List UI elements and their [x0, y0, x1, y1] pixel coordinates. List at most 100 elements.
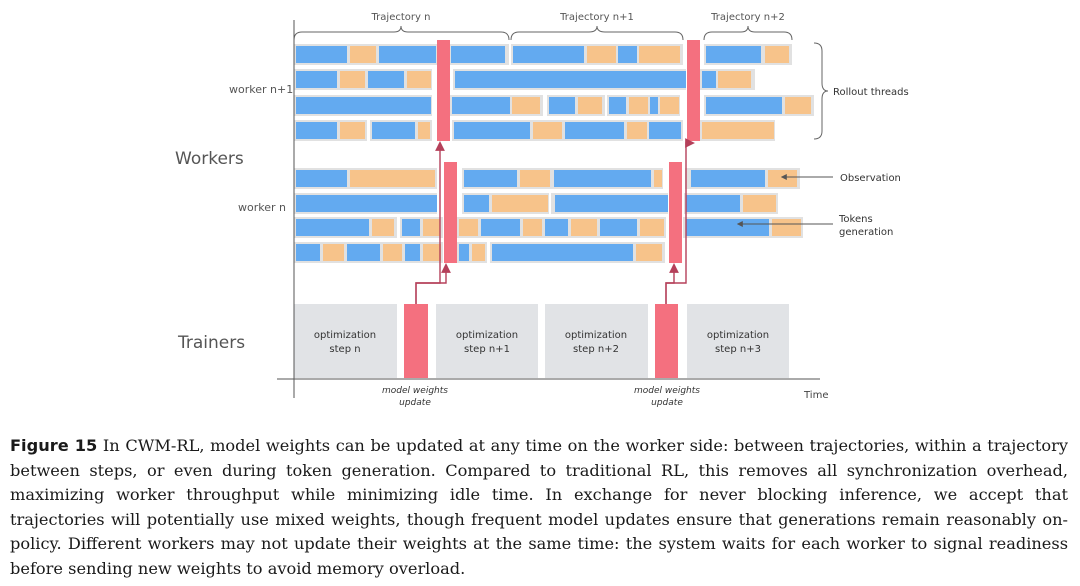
observation-segment: [372, 219, 394, 236]
observation-segment: [629, 97, 648, 114]
token-generation-segment: [451, 46, 505, 63]
rollout-row: [294, 168, 800, 189]
token-generation-segment: [296, 46, 347, 63]
token-generation-segment: [555, 195, 668, 212]
rl-timeline-diagram: Trajectory n Trajectory n+1 Trajectory n…: [175, 12, 909, 408]
trajectory-braces: [293, 25, 793, 41]
token-generation-segment: [706, 97, 782, 114]
trainer-boxes: optimization step n optimization step n+…: [294, 304, 789, 378]
weight-update-bar-worker-np1-a: [437, 40, 450, 141]
opt-step-n2-box: [545, 304, 648, 378]
token-generation-segment: [554, 170, 651, 187]
token-generation-segment: [296, 219, 369, 236]
observation-segment: [423, 244, 441, 261]
rollout-row: [294, 44, 792, 65]
observation-segment: [743, 195, 776, 212]
weight-sync-arrows: [415, 138, 695, 304]
weight-update-bar-worker-n-b: [669, 162, 682, 263]
observation-segment: [383, 244, 402, 261]
observation-segment: [639, 46, 680, 63]
trainer-weight-update-bar-a: [404, 304, 428, 378]
rollout-row: [294, 242, 665, 263]
token-generation-segment: [702, 71, 716, 88]
observation-segment: [785, 97, 811, 114]
token-generation-segment: [379, 46, 436, 63]
observation-label: Observation: [840, 173, 901, 184]
arrow-a-to-worker-n: [415, 263, 451, 304]
observation-segment: [459, 219, 478, 236]
token-generation-segment: [405, 244, 420, 261]
token-generation-segment: [296, 97, 431, 114]
rollout-rows: [294, 44, 814, 263]
tokens-generation-label-1: Tokens: [838, 214, 873, 225]
rollout-threads-brace: [813, 42, 829, 140]
opt-step-n1-line1: optimization: [456, 330, 518, 341]
model-weights-update-label-a-1: model weights: [382, 386, 448, 396]
observation-segment: [520, 170, 550, 187]
opt-step-n1-line2: step n+1: [464, 344, 510, 355]
token-generation-segment: [609, 97, 626, 114]
observation-segment: [407, 71, 431, 88]
rollout-row: [294, 69, 755, 90]
brace-trajectory-n1: [510, 25, 684, 41]
tokens-generation-label-2: generation: [839, 227, 893, 238]
observation-segment: [418, 122, 430, 139]
observation-segment: [640, 219, 664, 236]
token-generation-segment: [459, 244, 469, 261]
trainers-heading: Trainers: [177, 333, 245, 353]
observation-segment: [660, 97, 679, 114]
observation-segment: [340, 71, 365, 88]
token-generation-segment: [565, 122, 624, 139]
token-generation-segment: [513, 46, 584, 63]
token-generation-segment: [492, 244, 633, 261]
arrow-a-to-worker-np1: [415, 141, 445, 304]
rollout-row: [294, 120, 775, 141]
model-weights-update-label-a-2: update: [399, 398, 431, 408]
observation-segment: [772, 219, 801, 236]
diagram: Trajectory n Trajectory n+1 Trajectory n…: [175, 12, 909, 408]
token-generation-segment: [649, 122, 681, 139]
token-generation-segment: [296, 71, 337, 88]
brace-trajectory-n2: [703, 25, 793, 41]
observation-segment: [492, 195, 548, 212]
workers-heading: Workers: [175, 149, 244, 169]
weight-update-bar-worker-n-a: [444, 162, 457, 263]
token-generation-segment: [600, 219, 637, 236]
token-generation-segment: [481, 219, 520, 236]
token-generation-segment: [372, 122, 415, 139]
observation-segment: [533, 122, 562, 139]
observation-segment: [423, 219, 440, 236]
rollout-row: [294, 217, 803, 238]
observation-segment: [323, 244, 344, 261]
trajectory-n1-label: Trajectory n+1: [559, 12, 634, 23]
token-generation-segment: [706, 46, 761, 63]
figure-label: Figure 15: [10, 436, 98, 455]
token-generation-segment: [455, 71, 686, 88]
token-generation-segment: [454, 122, 530, 139]
worker-np1-label: worker n+1: [229, 83, 293, 96]
token-generation-segment: [464, 170, 517, 187]
trajectory-n-label: Trajectory n: [371, 12, 431, 23]
token-generation-segment: [296, 122, 337, 139]
opt-step-n1-box: [436, 304, 538, 378]
arrow-b-to-worker-n: [665, 263, 679, 304]
opt-step-n3-box: [687, 304, 789, 378]
observation-segment: [578, 97, 602, 114]
model-weights-update-label-b-1: model weights: [634, 386, 700, 396]
figure-caption: Figure 15 In CWM-RL, model weights can b…: [10, 434, 1068, 582]
observation-segment: [523, 219, 542, 236]
rollout-threads-label: Rollout threads: [833, 87, 909, 98]
token-generation-segment: [368, 71, 404, 88]
token-generation-segment: [296, 244, 320, 261]
caption-text: In CWM-RL, model weights can be updated …: [10, 436, 1068, 578]
token-generation-segment: [686, 195, 740, 212]
token-generation-segment: [296, 195, 437, 212]
opt-step-n-line1: optimization: [314, 330, 376, 341]
trainer-weight-update-bar-b: [655, 304, 678, 378]
opt-step-n2-line2: step n+2: [573, 344, 619, 355]
weight-update-bar-worker-np1-b: [687, 40, 700, 141]
rollout-row: [294, 193, 778, 214]
observation-segment: [654, 170, 662, 187]
token-generation-segment: [464, 195, 489, 212]
token-generation-segment: [347, 244, 380, 261]
